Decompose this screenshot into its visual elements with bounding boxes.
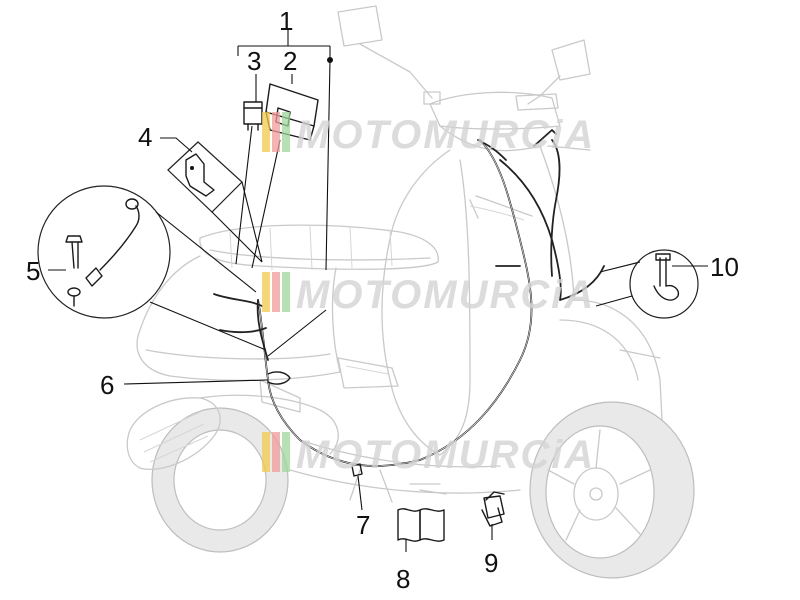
- watermark-middle: MOTOMURCiA: [262, 272, 595, 317]
- part-number-1: 1: [279, 6, 293, 36]
- part-number-2: 2: [283, 46, 297, 76]
- seat: [199, 224, 439, 271]
- part-8-labels: [397, 508, 445, 542]
- watermark-top: MOTOMURCiA: [262, 112, 595, 157]
- watermark-stripe: [262, 432, 270, 472]
- exhaust: [126, 379, 339, 470]
- part-5-ground-cable-detail: [37, 185, 267, 351]
- rear-body: [136, 255, 399, 389]
- part-1-bracket: [48, 30, 708, 552]
- part-number-9: 9: [484, 548, 498, 578]
- part-number-5: 5: [26, 256, 40, 286]
- part-number-6: 6: [100, 370, 114, 400]
- watermark-stripe: [272, 272, 280, 312]
- part-number-4: 4: [138, 122, 152, 152]
- left-mirror: [337, 5, 441, 105]
- watermark-stripe: [262, 112, 270, 152]
- watermark-stripe: [282, 432, 290, 472]
- watermark-stripe: [282, 272, 290, 312]
- part-10-clip-detail: [595, 249, 699, 319]
- part-number-3: 3: [247, 46, 261, 76]
- watermark-bottom: MOTOMURCiA: [262, 432, 595, 477]
- front-body: [381, 145, 663, 456]
- part-number-7: 7: [356, 510, 370, 540]
- wiring-harness: [213, 129, 605, 467]
- part-2-3-connectors: [235, 83, 319, 269]
- watermark-text: MOTOMURCiA: [296, 273, 595, 317]
- front-wheel: [529, 401, 695, 579]
- rear-wheel: [151, 407, 289, 553]
- part-4-bracket-detail: [167, 141, 263, 263]
- watermark-stripe: [282, 112, 290, 152]
- watermark-stripe: [262, 272, 270, 312]
- part-number-10: 10: [710, 252, 739, 282]
- floorboard: [289, 439, 521, 495]
- part-number-8: 8: [396, 564, 410, 594]
- watermark-text: MOTOMURCiA: [296, 113, 595, 157]
- part-9-relay: [481, 491, 505, 527]
- scooter-outline: [126, 5, 695, 579]
- part-numbers: 1 2 3 4 5 6 7 8 9 10: [26, 6, 739, 594]
- watermark-stripe: [272, 112, 280, 152]
- watermark-stripe: [272, 432, 280, 472]
- watermark-text: MOTOMURCiA: [296, 433, 595, 477]
- part-7-connector: [351, 463, 363, 511]
